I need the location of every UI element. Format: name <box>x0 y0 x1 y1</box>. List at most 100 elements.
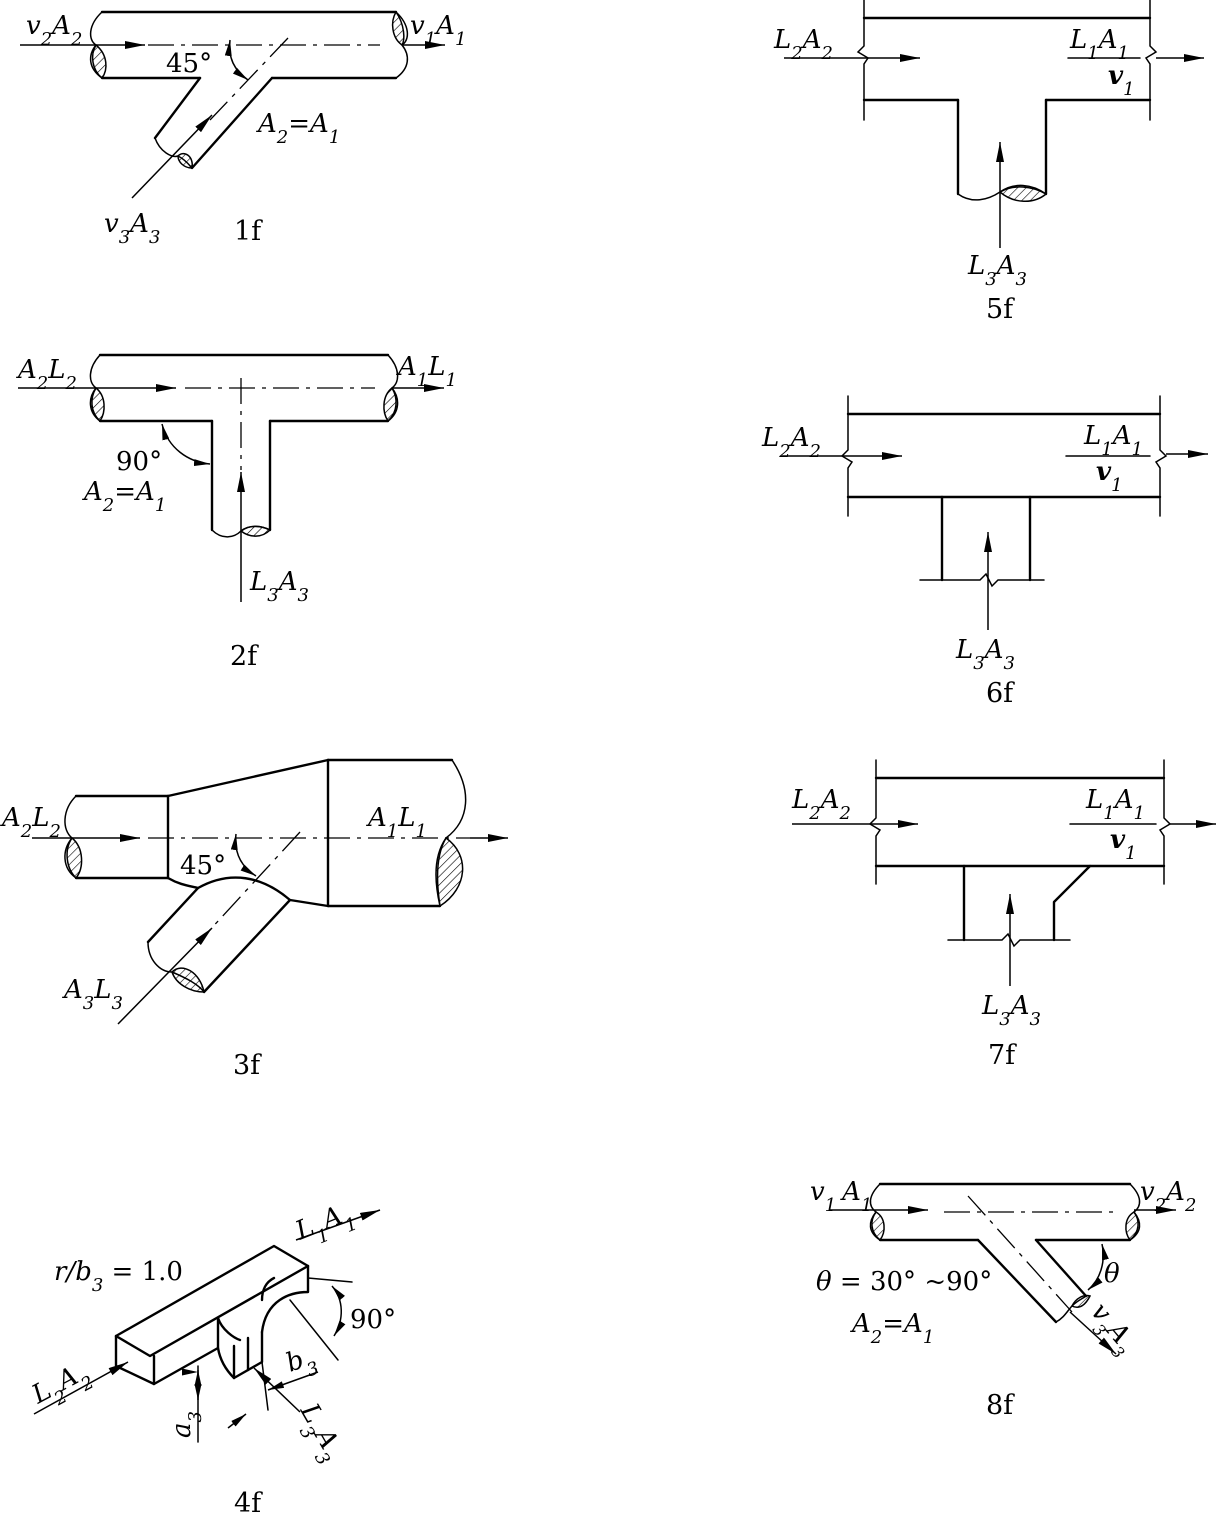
dim-b-label: b3 <box>282 1341 322 1387</box>
duct-right-front <box>260 1276 276 1302</box>
inlet-main-label: L2A2 <box>791 785 851 824</box>
branch-right-wall <box>1034 1238 1088 1298</box>
branch-label: L3A3 <box>967 251 1027 290</box>
branch-cut-curve <box>216 1316 242 1342</box>
angle-label: 45° <box>166 49 212 79</box>
figure-1f: v2A2 v1A1 45° A2=A1 v3A3 1f <box>20 10 466 248</box>
duct-left-edge <box>868 759 882 885</box>
ratio-label: r/b3 = 1.0 <box>54 1257 183 1296</box>
branch-label: v3A3 <box>104 209 160 248</box>
outlet-label: L1A1 <box>1069 25 1129 64</box>
branch-right-wall-chamfer <box>1052 864 1092 942</box>
outlet-label: v2A2 <box>1140 1177 1196 1216</box>
right-pipe-section <box>1125 1211 1139 1242</box>
duct-right-end <box>260 1264 310 1334</box>
figure-7f: L2A2 L1A1 v1 L3A3 7f <box>791 759 1216 1071</box>
right-pipe-section <box>435 836 464 908</box>
outlet-label: A1L1 <box>366 803 427 842</box>
outlet-velocity-label: v1 <box>1110 825 1137 864</box>
dim-b-arrow <box>267 1371 319 1391</box>
figure-6f: L2A2 L1A1 v1 L3A3 6f <box>761 395 1208 709</box>
figure-2f: A2L2 A1L1 90° A2=A1 L3A3 2f <box>16 352 457 672</box>
caption: 8f <box>986 1390 1015 1421</box>
outlet-label: A1L1 <box>396 352 457 391</box>
angle-arc <box>224 39 249 81</box>
inlet-main-label: L2A2 <box>26 1356 97 1418</box>
inlet-main-label: L2A2 <box>773 25 833 64</box>
outlet-label: v1A1 <box>410 11 466 50</box>
left-pipe-section <box>66 836 83 880</box>
caption: 7f <box>988 1040 1017 1071</box>
inlet-main-label: A2L2 <box>0 803 61 842</box>
caption: 5f <box>986 294 1015 325</box>
caption: 6f <box>986 678 1015 709</box>
angle-label: 90° <box>116 447 162 477</box>
branch-right-wall <box>202 898 292 994</box>
left-pipe-section <box>91 386 105 423</box>
dim-ext-2 <box>307 1277 353 1283</box>
left-pipe-section <box>91 43 107 80</box>
inlet-main-label: A2L2 <box>16 355 77 394</box>
duct-left-edge <box>856 0 870 121</box>
duct-front-face-left <box>114 1334 156 1386</box>
caption: 4f <box>234 1488 263 1519</box>
caption: 3f <box>233 1050 262 1081</box>
branch-pipe-section <box>1070 1294 1092 1308</box>
branch-label: L3A3 <box>249 567 309 606</box>
area-equality-label: A2=A1 <box>82 477 166 516</box>
duct-left-edge <box>840 395 854 517</box>
right-pipe-section <box>391 10 405 47</box>
theta-label: θ <box>1104 1259 1120 1289</box>
dim-a-label: a3 <box>167 1411 206 1438</box>
branch-flow-arrow <box>1069 1311 1117 1355</box>
dim-ext-3 <box>261 1361 269 1411</box>
theta-range-label: θ = 30° ~90° <box>816 1267 992 1297</box>
branch-left-wall <box>216 1316 236 1380</box>
branch-flow-arrow <box>131 114 213 199</box>
inlet-main-label: L2A2 <box>761 423 821 462</box>
figure-5f: L2A2 L1A1 v1 L3A3 5f <box>773 0 1204 325</box>
branch-centerline <box>209 37 289 121</box>
diffuser-top-wall <box>166 758 330 798</box>
right-pipe-section <box>383 386 397 423</box>
duct-right-edge <box>1144 0 1158 121</box>
inlet-main-label: v2A2 <box>26 11 82 50</box>
dim-thickness-arrow <box>227 1413 247 1429</box>
branch-flow-arrow <box>253 1367 301 1413</box>
outlet-flow-arrow <box>295 1209 381 1241</box>
area-equality-label: A2=A1 <box>256 109 340 148</box>
left-pipe-section <box>871 1211 885 1242</box>
branch-label: L3A3 <box>955 635 1015 674</box>
angle-arc <box>161 423 211 467</box>
branch-break-line <box>947 932 1071 948</box>
branch-left-wall <box>153 76 202 140</box>
angle-arc <box>331 1285 346 1337</box>
branch-pipe-section <box>239 525 272 537</box>
figure-3f: A2L2 A1L1 45° A3L3 3f <box>0 758 508 1081</box>
branch-label: A3L3 <box>62 975 123 1014</box>
branch-left-wall <box>976 1238 1058 1324</box>
caption: 1f <box>234 216 263 247</box>
branch-centerline <box>967 1195 1073 1313</box>
outlet-velocity-label: v1 <box>1108 61 1135 100</box>
diffuser-bottom-wall <box>166 876 330 908</box>
branch-pipe-section <box>177 152 193 169</box>
angle-label: 45° <box>180 851 226 881</box>
branch-pipe-section <box>998 184 1048 202</box>
dim-ext-1 <box>289 1299 339 1361</box>
caption: 2f <box>230 641 259 672</box>
inlet-flow-arrow <box>33 1361 129 1415</box>
outlet-label: L1A1 <box>1083 421 1143 460</box>
duct-right-edge <box>1154 395 1168 517</box>
branch-centerline <box>207 831 301 933</box>
branch-label: L3A3 <box>981 991 1041 1030</box>
area-equality-label: A2=A1 <box>850 1309 934 1348</box>
angle-label: 90° <box>350 1305 396 1335</box>
outlet-label: L1A1 <box>1085 785 1145 824</box>
branch-left-wall <box>146 886 200 944</box>
branch-pipe-section <box>171 967 205 993</box>
branch-right-wall <box>190 76 274 170</box>
